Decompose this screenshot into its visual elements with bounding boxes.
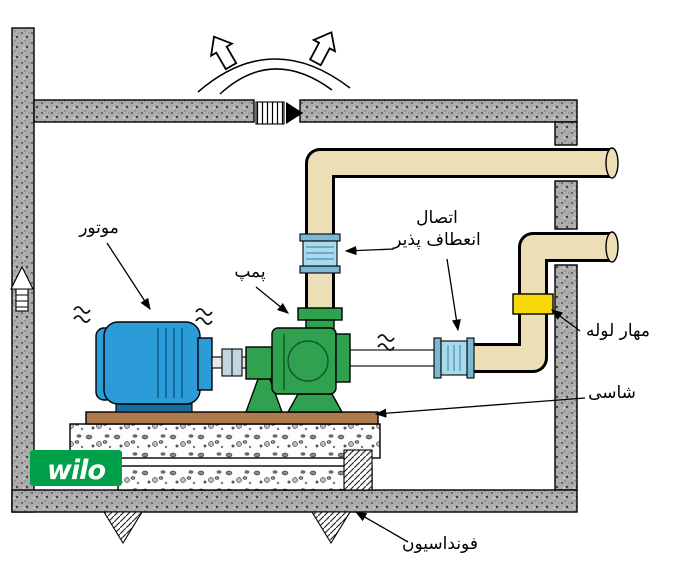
airflow-arrow-right-icon bbox=[308, 31, 337, 67]
vent-arrow-icon bbox=[286, 102, 303, 124]
pump-label: پمپ bbox=[234, 262, 266, 282]
chassis-label: شاسی bbox=[588, 383, 636, 403]
wall-arrow-icon bbox=[10, 265, 34, 312]
pump-leader bbox=[255, 286, 290, 314]
chassis-plate bbox=[85, 411, 379, 425]
labels: موتور پمپ اتصال انعطاف پذیر مهار لوله شا… bbox=[78, 208, 650, 554]
motor-label: موتور bbox=[78, 218, 119, 238]
flexible-connector-upper bbox=[299, 233, 341, 274]
pump bbox=[245, 307, 351, 413]
flex-label-line2: انعطاف پذیر bbox=[392, 230, 481, 250]
wilo-logo: wilo bbox=[30, 450, 122, 486]
airflow-arrow-left-icon bbox=[209, 35, 238, 71]
pipe-open-end bbox=[605, 231, 619, 263]
motor bbox=[95, 321, 213, 413]
pipe-open-end bbox=[605, 147, 619, 179]
foundation-label: فونداسیون bbox=[402, 534, 478, 554]
vibration-squiggles bbox=[73, 306, 395, 351]
flex-label-line1: اتصال bbox=[416, 208, 458, 228]
foundation-leader bbox=[354, 511, 409, 543]
pipe-clamp bbox=[512, 293, 554, 315]
ceiling-vent bbox=[255, 101, 303, 125]
airflow-arcs bbox=[197, 58, 351, 95]
isolator-hatch bbox=[343, 449, 373, 491]
pipe-anchor-leader bbox=[550, 309, 581, 332]
flexible-connector-lower bbox=[433, 337, 475, 379]
chassis-leader bbox=[374, 397, 586, 418]
motor-leader bbox=[106, 242, 151, 311]
pipe-spool bbox=[349, 349, 439, 367]
flex-leader-lower bbox=[446, 258, 461, 332]
pipe-anchor-label: مهار لوله bbox=[586, 321, 650, 341]
wilo-logo-text: wilo bbox=[47, 455, 105, 486]
room-walls bbox=[11, 27, 578, 513]
discharge-pipe bbox=[349, 231, 619, 373]
ground-anchor-icon bbox=[311, 511, 351, 545]
ground-anchor-icon bbox=[103, 511, 143, 545]
flex-leader-upper bbox=[344, 246, 395, 256]
